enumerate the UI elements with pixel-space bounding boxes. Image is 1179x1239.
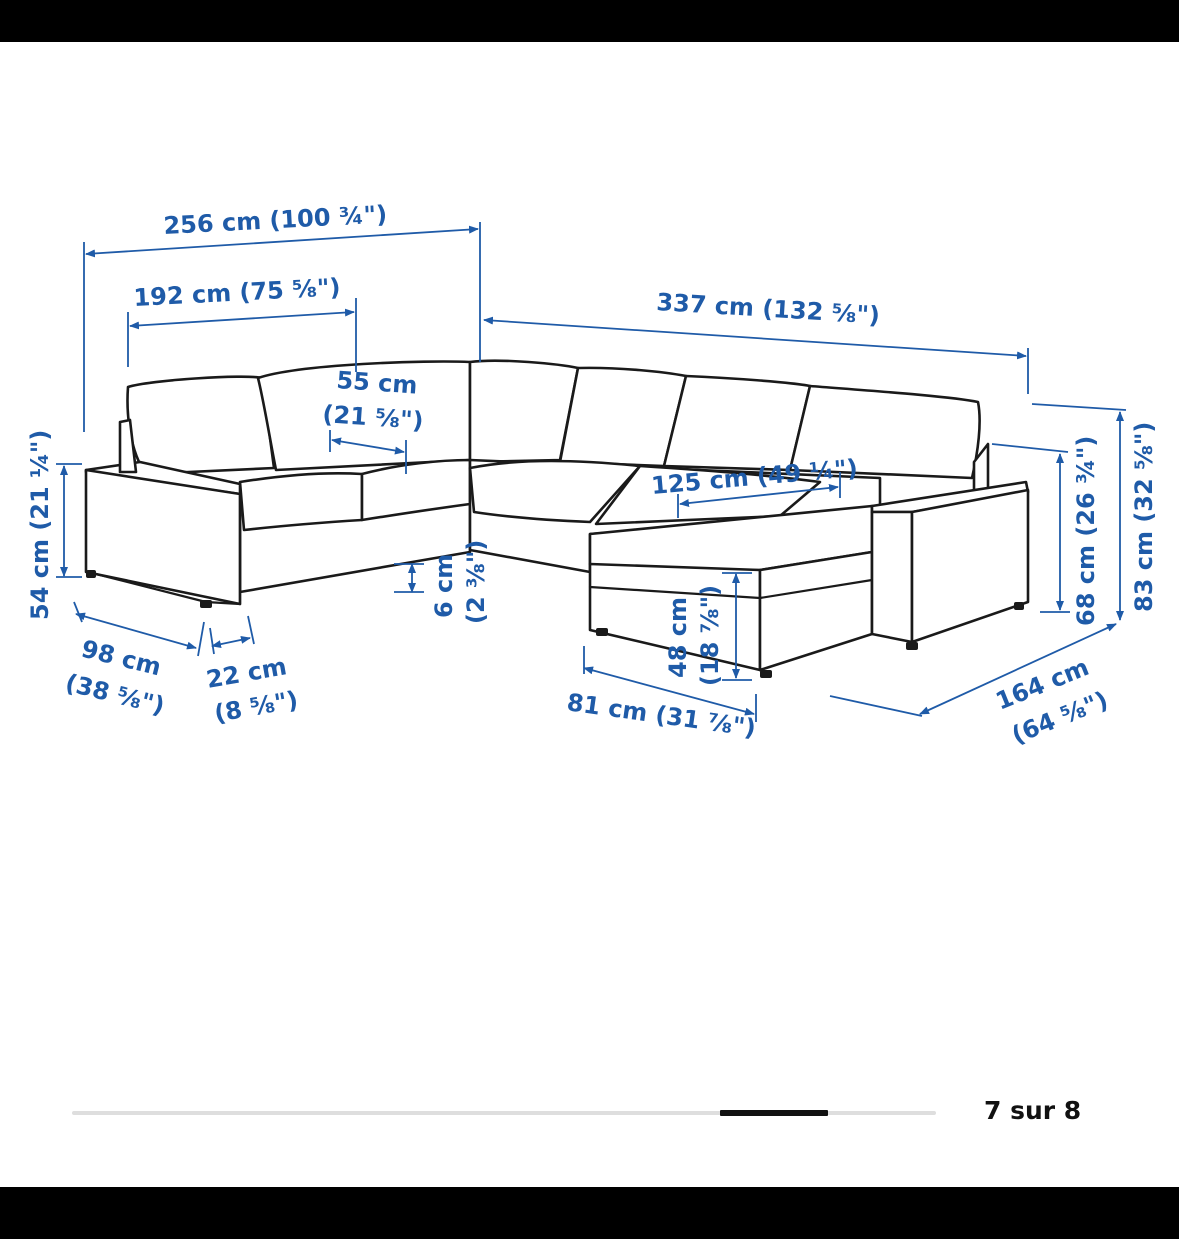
back-cushion-left-2 (256, 360, 472, 472)
back-cushion-right-2 (662, 374, 812, 472)
dim-total-height: 83 cm (32 ⅝") (1130, 422, 1158, 612)
dim-leg-height-cm: 6 cm (430, 554, 458, 618)
dim-leg-height-in: (2 ⅜") (462, 540, 490, 624)
dim-seat-height-cm: 48 cm (664, 597, 692, 678)
dim-armrest-width-in: (8 ⅝") (212, 686, 300, 728)
carousel-progress-thumb[interactable] (720, 1110, 828, 1116)
left-armrest-front (84, 468, 242, 606)
sofa-dimensions-diagram: 256 cm (100 ¾") 192 cm (75 ⅝") 337 cm (1… (26, 200, 1158, 749)
dim-left-seat-width: 192 cm (75 ⅝") (133, 273, 341, 312)
foot (200, 600, 212, 608)
dim-armrest-height: 54 cm (21 ¼") (26, 430, 54, 620)
image-slide[interactable]: 256 cm (100 ¾") 192 cm (75 ⅝") 337 cm (1… (0, 42, 1179, 1187)
dim-seat-depth-cm: 55 cm (336, 366, 419, 400)
image-counter: 7 sur 8 (984, 1096, 1082, 1125)
back-cushion-left-1 (126, 375, 276, 476)
foot (86, 570, 96, 578)
right-armrest-side (910, 488, 1030, 644)
dim-chaise-back-height: 68 cm (26 ¾") (1072, 436, 1100, 626)
foot (906, 642, 918, 650)
dim-seat-height-in: (18 ⅞") (696, 585, 724, 686)
foot (760, 670, 772, 678)
dim-armrest-width-cm: 22 cm (204, 652, 289, 694)
right-armrest-front (870, 510, 914, 644)
dim-chaise-seat-depth: 81 cm (31 ⅞") (565, 688, 757, 742)
dimension-lines (56, 222, 1127, 722)
sofa-drawing (84, 359, 1030, 678)
foot (1014, 602, 1024, 610)
carousel-progress-track[interactable] (72, 1110, 936, 1116)
dim-total-left-width: 256 cm (100 ¾") (163, 200, 388, 240)
left-back-pad (118, 418, 138, 474)
chaise-side (758, 550, 874, 672)
dim-total-back-width: 337 cm (132 ⅝") (656, 288, 881, 330)
foot (596, 628, 608, 636)
seat-cushion-left-1 (238, 471, 364, 532)
